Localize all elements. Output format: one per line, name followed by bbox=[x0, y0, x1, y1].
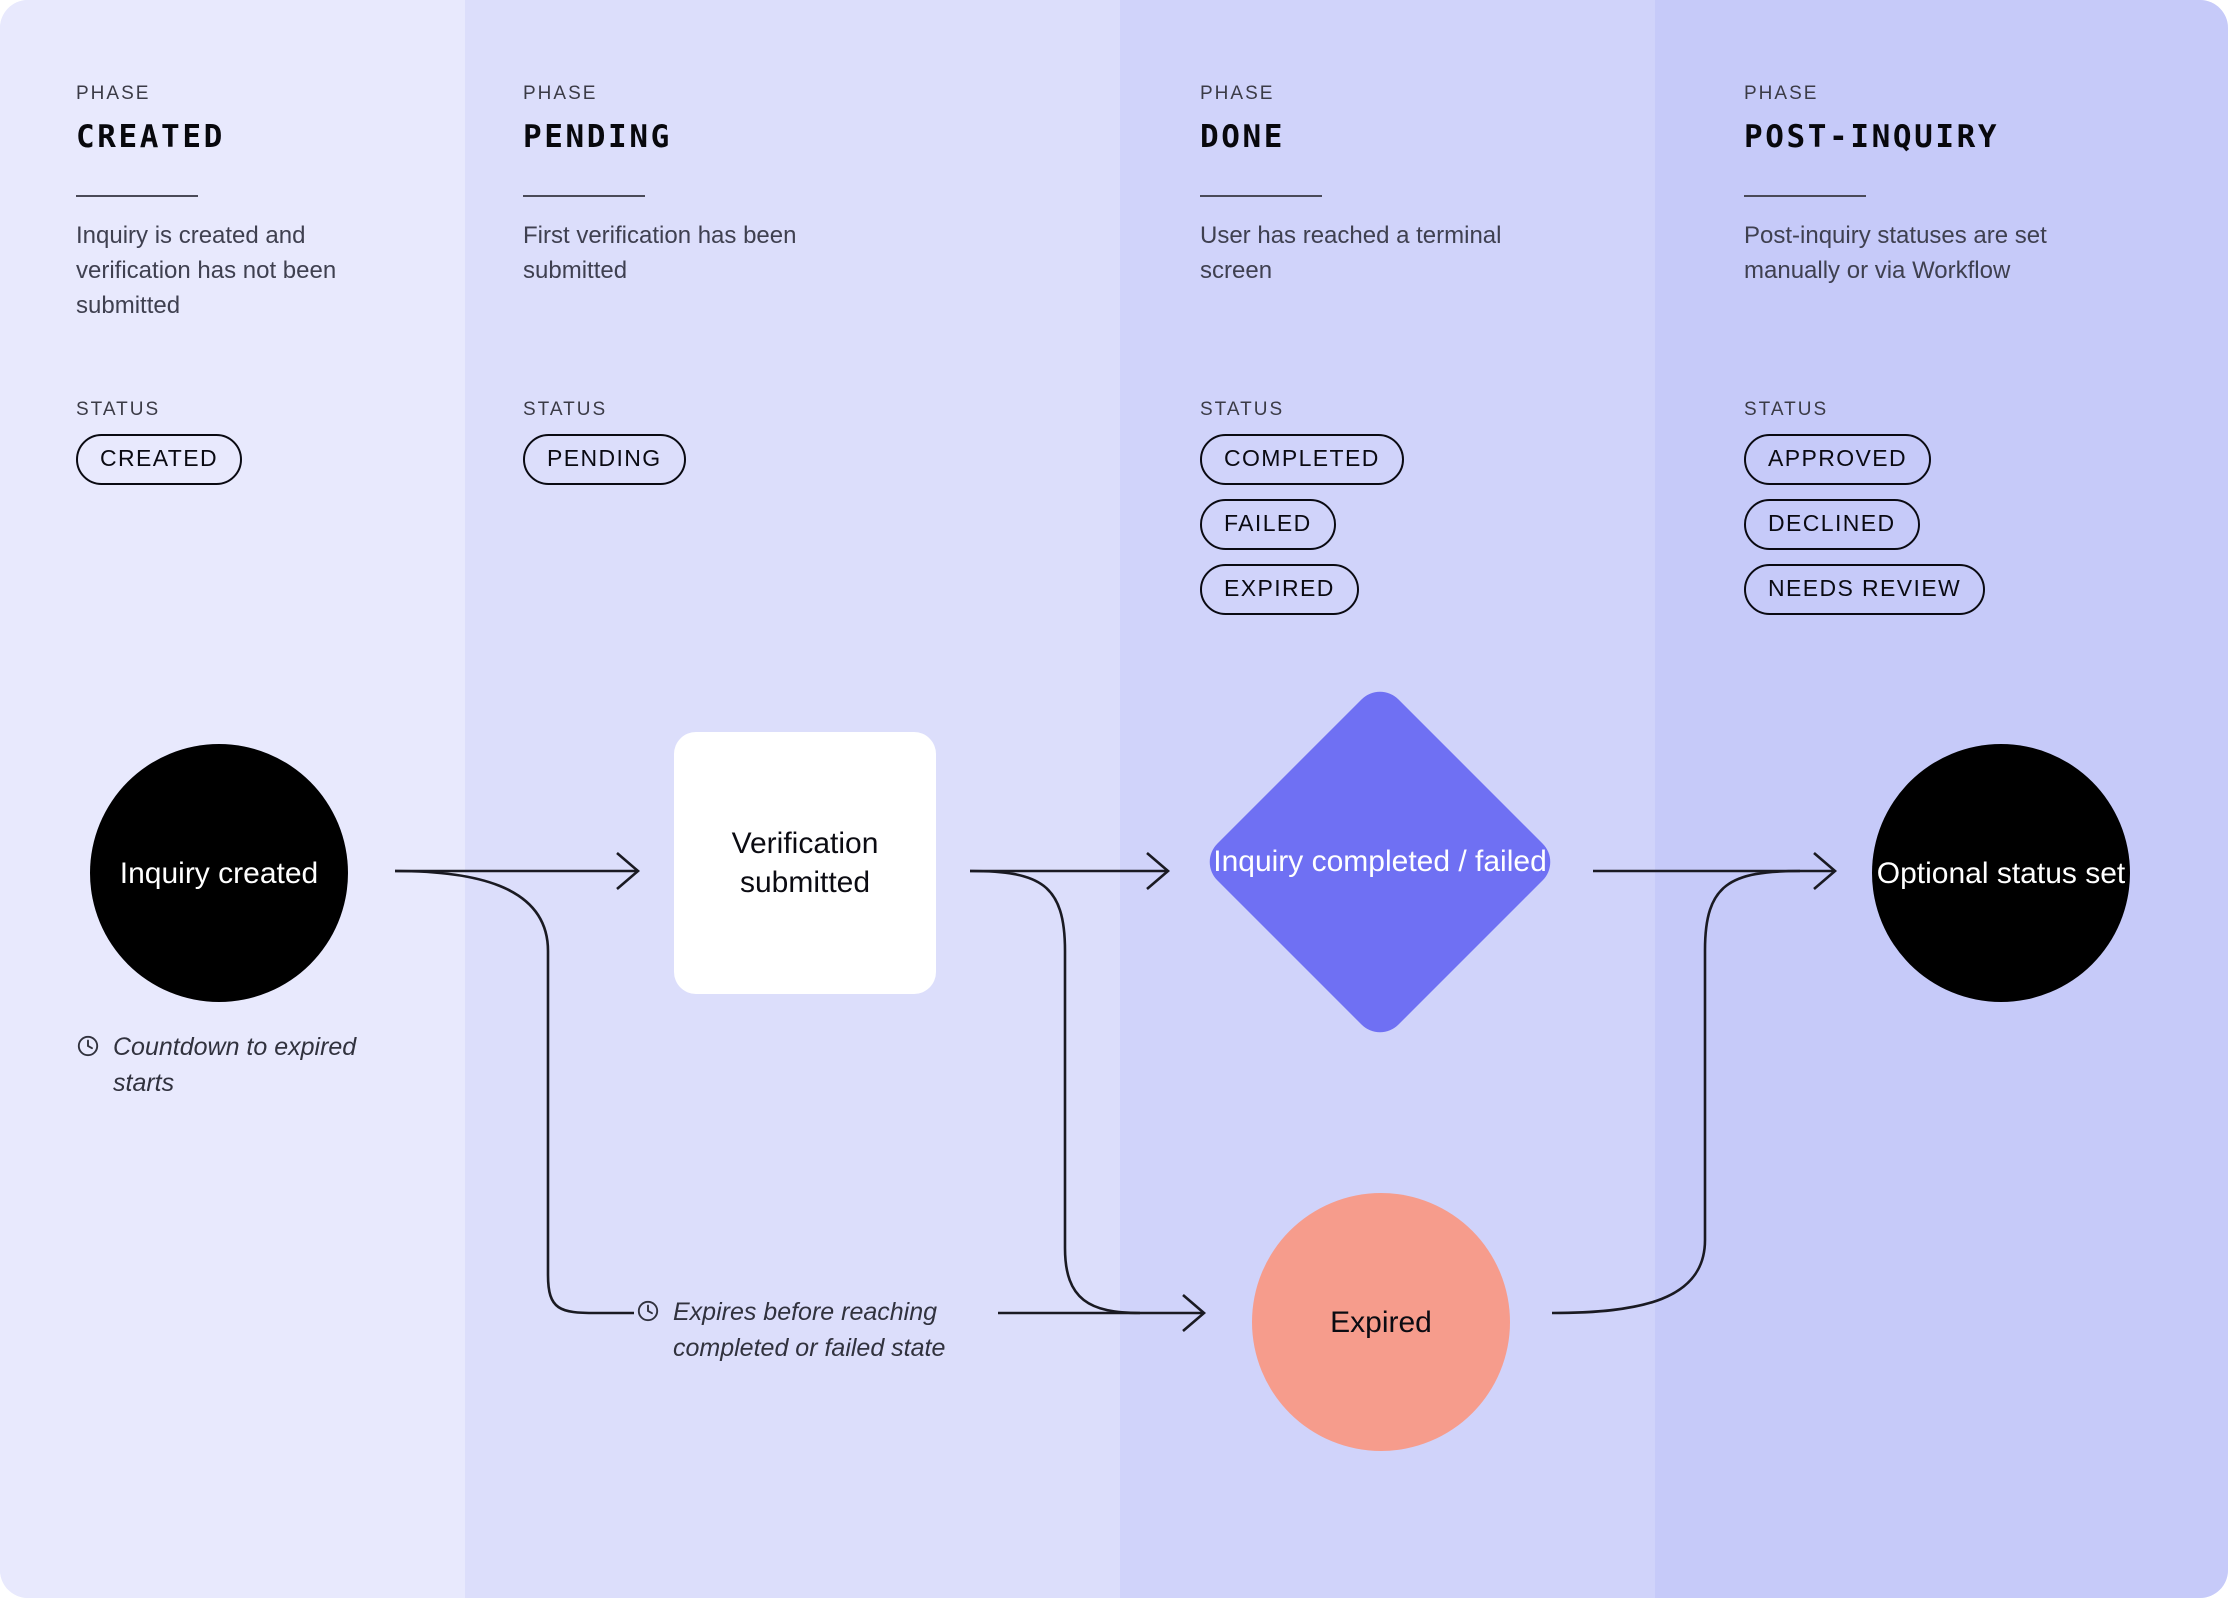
phase-kicker: PHASE bbox=[523, 83, 598, 104]
phase-title: DONE bbox=[1200, 119, 1286, 155]
phase-header-done: PHASE DONE User has reached a terminal s… bbox=[1200, 84, 1530, 289]
phase-title: CREATED bbox=[76, 119, 225, 155]
phase-description: User has reached a terminal screen bbox=[1200, 222, 1502, 284]
flow-node-inquiry-completed-failed[interactable]: Inquiry completed / failed bbox=[1198, 680, 1562, 1044]
divider-rule bbox=[76, 195, 198, 197]
status-badge-failed[interactable]: FAILED bbox=[1200, 499, 1336, 550]
status-badge-expired[interactable]: EXPIRED bbox=[1200, 564, 1359, 615]
status-badge-needs-review[interactable]: NEEDS REVIEW bbox=[1744, 564, 1986, 615]
flow-node-label: Verification submitted bbox=[731, 827, 879, 899]
status-group-post-inquiry: STATUS APPROVED DECLINED NEEDS REVIEW bbox=[1744, 399, 1986, 629]
status-badge-pending[interactable]: PENDING bbox=[523, 434, 686, 485]
divider-rule bbox=[1744, 195, 1866, 197]
phase-description: Inquiry is created and verification has … bbox=[76, 222, 337, 319]
clock-icon bbox=[637, 1300, 659, 1322]
status-group-created: STATUS CREATED bbox=[76, 400, 242, 499]
status-badge-completed[interactable]: COMPLETED bbox=[1200, 434, 1404, 485]
annotation-countdown: Countdown to expired starts bbox=[76, 1030, 376, 1101]
flow-node-optional-status-set[interactable]: Optional status set bbox=[1872, 744, 2130, 1002]
status-badge-created[interactable]: CREATED bbox=[76, 434, 242, 485]
phase-title: PENDING bbox=[523, 119, 672, 155]
status-kicker: STATUS bbox=[1744, 399, 1829, 420]
flow-node-label: Inquiry created bbox=[119, 856, 319, 890]
flow-node-expired[interactable]: Expired bbox=[1252, 1193, 1510, 1451]
phase-header-created: PHASE CREATED Inquiry is created and ver… bbox=[76, 84, 406, 323]
status-kicker: STATUS bbox=[523, 399, 608, 420]
annotation-text: Countdown to expired starts bbox=[113, 1033, 357, 1097]
phase-description: First verification has been submitted bbox=[523, 222, 797, 284]
flow-node-verification-submitted[interactable]: Verification submitted bbox=[674, 732, 936, 994]
phase-header-pending: PHASE PENDING First verification has bee… bbox=[523, 84, 853, 289]
status-kicker: STATUS bbox=[1200, 399, 1285, 420]
annotation-text: Expires before reaching completed or fai… bbox=[673, 1298, 946, 1362]
phase-kicker: PHASE bbox=[76, 83, 151, 104]
phase-kicker: PHASE bbox=[1200, 83, 1275, 104]
annotation-expires: Expires before reaching completed or fai… bbox=[636, 1295, 976, 1366]
flow-node-label: Optional status set bbox=[1876, 856, 2126, 890]
phase-title: POST-INQUIRY bbox=[1744, 119, 2000, 155]
status-badge-declined[interactable]: DECLINED bbox=[1744, 499, 1920, 550]
phase-header-post-inquiry: PHASE POST-INQUIRY Post-inquiry statuses… bbox=[1744, 84, 2144, 289]
status-group-done: STATUS COMPLETED FAILED EXPIRED bbox=[1200, 400, 1404, 629]
status-badge-approved[interactable]: APPROVED bbox=[1744, 434, 1932, 485]
status-kicker: STATUS bbox=[76, 399, 161, 420]
status-group-pending: STATUS PENDING bbox=[523, 400, 686, 499]
clock-icon bbox=[77, 1035, 99, 1057]
phase-kicker: PHASE bbox=[1744, 83, 1819, 104]
flow-node-label: Expired bbox=[1330, 1305, 1432, 1339]
divider-rule bbox=[523, 195, 645, 197]
divider-rule bbox=[1200, 195, 1322, 197]
flow-node-inquiry-created[interactable]: Inquiry created bbox=[90, 744, 348, 1002]
flow-node-label: Inquiry completed / failed bbox=[1213, 844, 1547, 878]
phase-description: Post-inquiry statuses are set manually o… bbox=[1744, 222, 2047, 284]
